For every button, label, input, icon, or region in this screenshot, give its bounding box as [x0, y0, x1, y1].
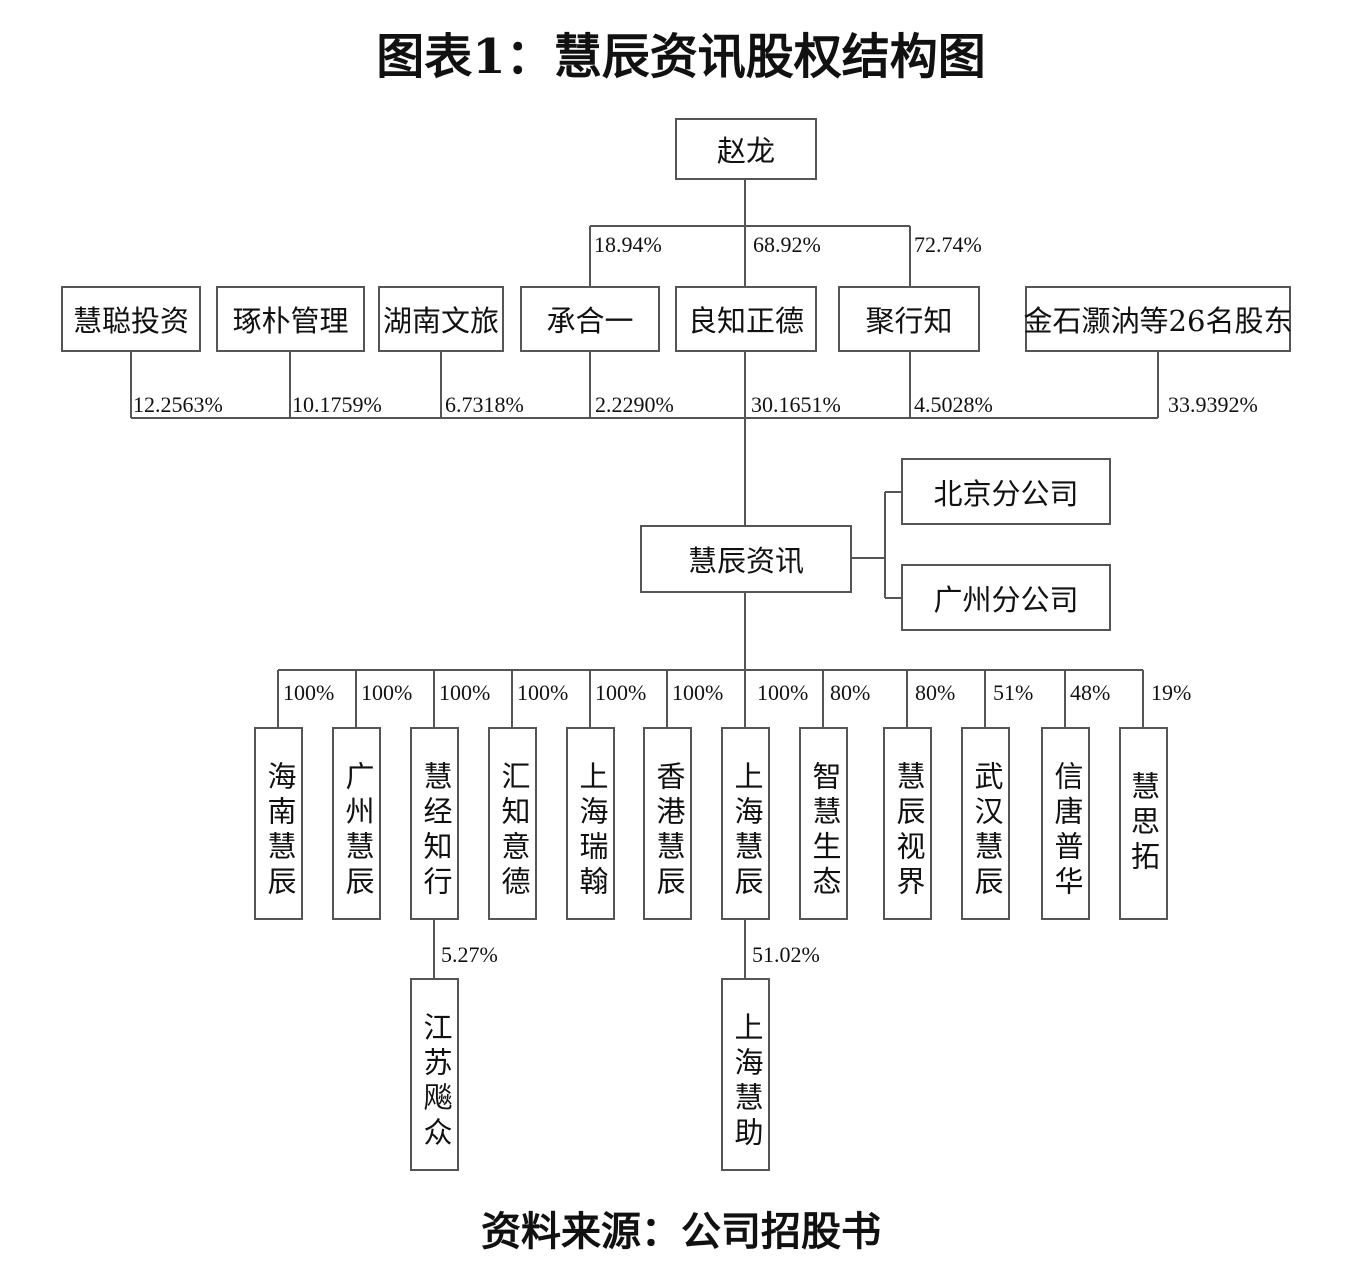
subsidiary-box: 上海瑞翰	[566, 727, 615, 920]
subsidiary-box: 广州慧辰	[332, 727, 381, 920]
subsidiary-box: 上海慧助	[721, 978, 770, 1171]
subsidiary-box: 慧思拓	[1119, 727, 1168, 920]
subsidiary-box: 香港慧辰	[643, 727, 692, 920]
shareholder-box: 琢朴管理	[216, 286, 365, 352]
stake-label: 18.94%	[594, 232, 662, 257]
stake-label: 12.2563%	[133, 392, 223, 417]
stake-label: 5.27%	[441, 942, 498, 967]
stake-label: 80%	[830, 680, 871, 705]
stake-label: 80%	[915, 680, 956, 705]
stake-label: 33.9392%	[1168, 392, 1258, 417]
stake-label: 19%	[1151, 680, 1192, 705]
chart-title: 图表1：慧辰资讯股权结构图	[376, 29, 986, 85]
stake-label: 100%	[283, 680, 335, 705]
shareholder-box: 承合一	[520, 286, 660, 352]
source-note: 资料来源：公司招股书	[481, 1208, 881, 1255]
shareholder-box: 湖南文旅	[378, 286, 504, 352]
stake-label: 100%	[439, 680, 491, 705]
branch-office-box: 广州分公司	[901, 564, 1111, 631]
stake-label: 100%	[361, 680, 413, 705]
company-box: 慧辰资讯	[640, 525, 852, 593]
founder-box: 赵龙	[675, 118, 817, 180]
stake-label: 6.7318%	[445, 392, 524, 417]
stake-label: 100%	[672, 680, 724, 705]
subsidiary-box: 慧辰视界	[883, 727, 932, 920]
stake-label: 48%	[1070, 680, 1111, 705]
stake-label: 10.1759%	[292, 392, 382, 417]
stake-label: 2.2290%	[595, 392, 674, 417]
shareholder-box: 金石灏汭等26名股东	[1024, 286, 1292, 352]
stake-label: 72.74%	[914, 232, 982, 257]
branch-office-box: 北京分公司	[901, 458, 1111, 525]
stake-label: 68.92%	[753, 232, 821, 257]
subsidiary-box: 智慧生态	[799, 727, 848, 920]
subsidiary-box: 江苏飚众	[410, 978, 459, 1171]
stake-label: 100%	[595, 680, 647, 705]
subsidiary-box: 海南慧辰	[254, 727, 303, 920]
stake-label: 100%	[757, 680, 809, 705]
stake-label: 4.5028%	[914, 392, 993, 417]
shareholder-box: 良知正德	[675, 286, 817, 352]
stake-label: 51.02%	[752, 942, 820, 967]
subsidiary-box: 上海慧辰	[721, 727, 770, 920]
subsidiary-box: 武汉慧辰	[961, 727, 1010, 920]
stake-label: 51%	[993, 680, 1034, 705]
subsidiary-box: 信唐普华	[1041, 727, 1090, 920]
subsidiary-box: 慧经知行	[410, 727, 459, 920]
shareholder-box: 聚行知	[838, 286, 980, 352]
stake-label: 30.1651%	[751, 392, 841, 417]
stake-label: 100%	[517, 680, 569, 705]
shareholder-box: 慧聪投资	[61, 286, 201, 352]
subsidiary-box: 汇知意德	[488, 727, 537, 920]
